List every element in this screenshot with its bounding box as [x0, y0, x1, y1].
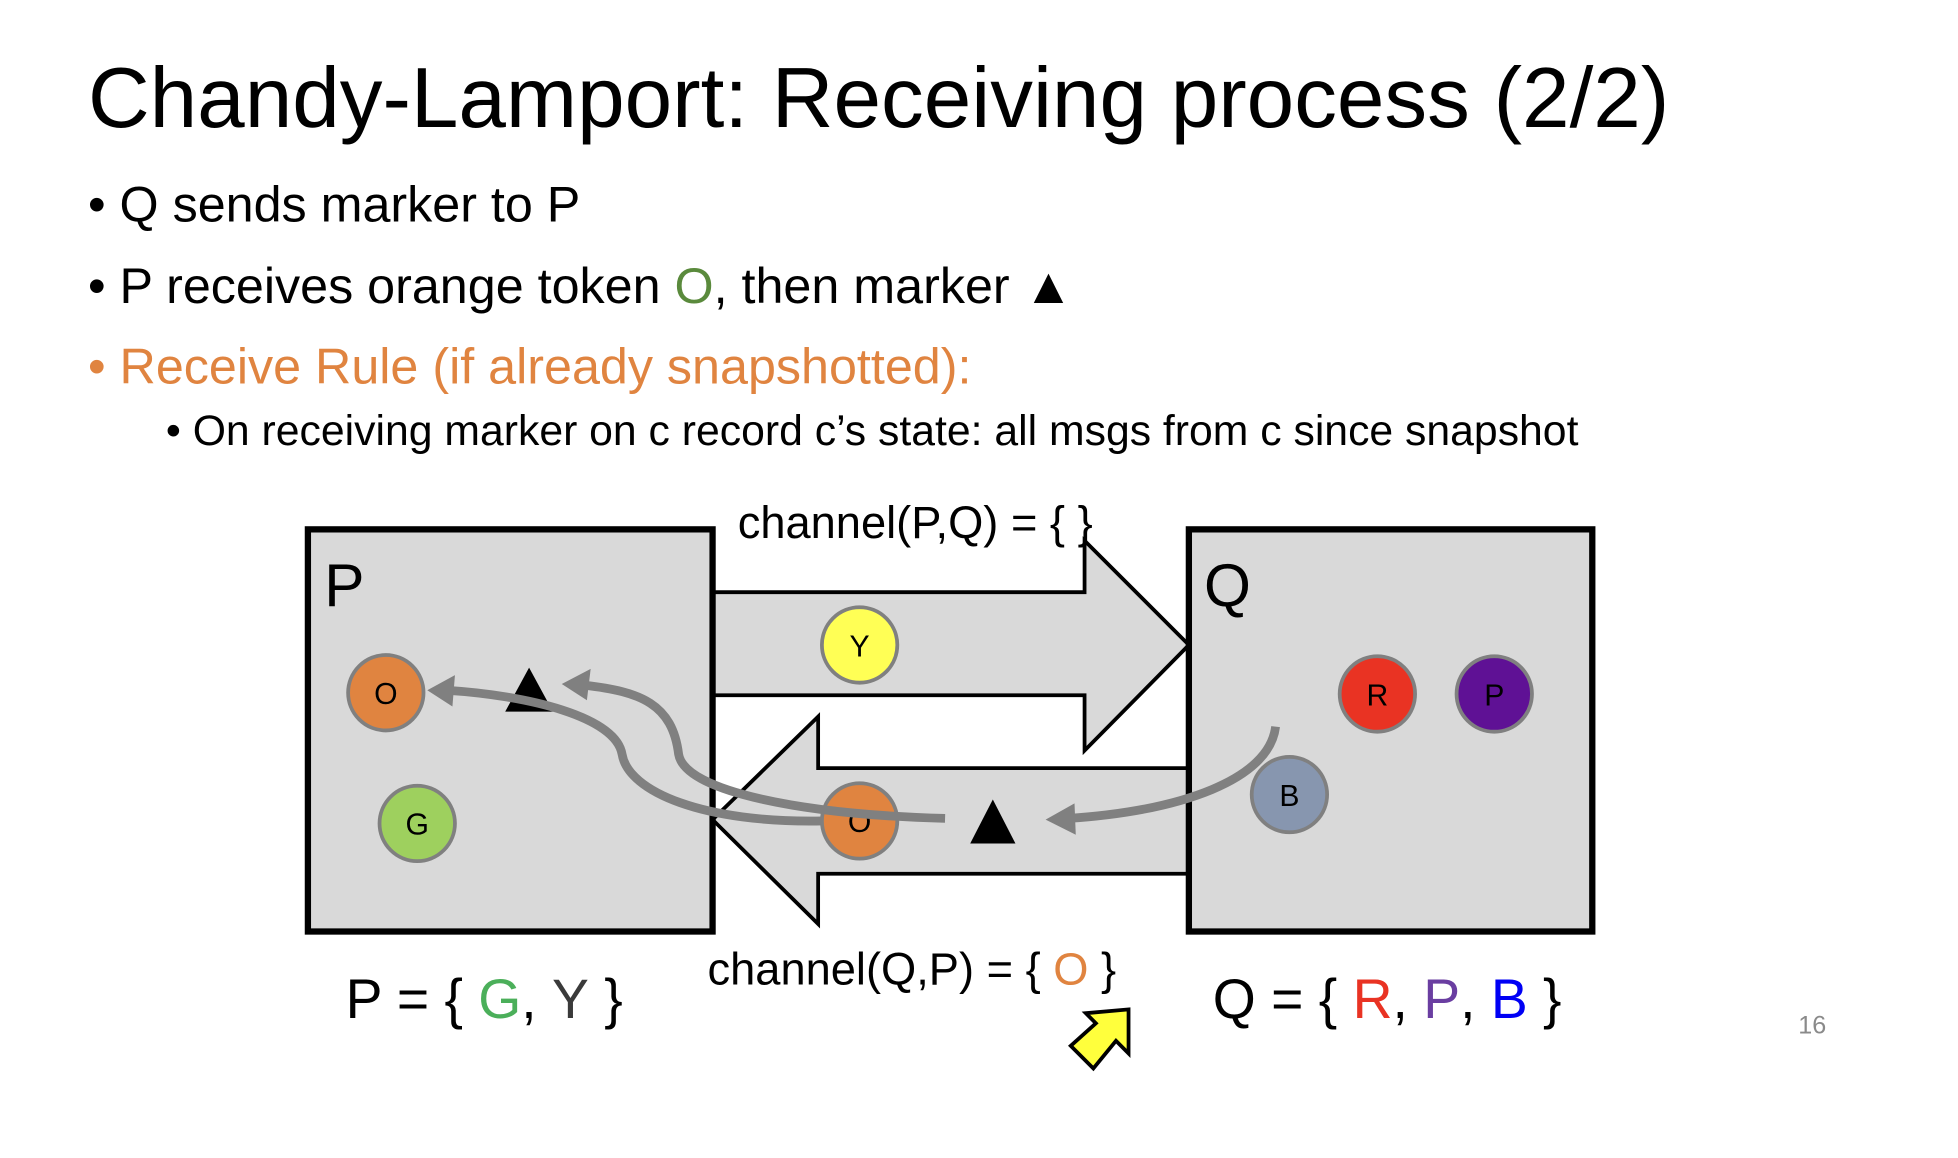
svg-text:O: O [374, 678, 397, 711]
token-o-in-channel-qp: O [820, 781, 900, 861]
state-p: P = { G, Y } [346, 968, 623, 1030]
arrowhead-o [427, 675, 455, 707]
token-p-in-q: P [1454, 654, 1534, 734]
movement-arrows [445, 680, 1280, 826]
arrowhead-marker-from-q [1045, 803, 1076, 835]
marker-triangle-in-channel [970, 799, 1016, 844]
arrow-marker-from-q [1067, 725, 1280, 823]
page-number: 16 [1798, 1011, 1826, 1039]
token-r-in-q: R [1337, 654, 1417, 734]
arrow-marker-to-p [583, 680, 946, 823]
arrow-o-to-p [445, 685, 824, 826]
bullet-3-receive-rule: • Receive Rule (if already snapshotted): [88, 339, 971, 395]
process-p-label: P [324, 551, 364, 619]
svg-text:P: P [1484, 679, 1504, 712]
bullet-1: • Q sends marker to P [88, 176, 580, 232]
slide-title: Chandy-Lamport: Receiving process (2/2) [88, 51, 1669, 146]
svg-text:Y: Y [850, 630, 870, 663]
token-y-in-channel-pq: Y [820, 605, 900, 685]
channel-pq-arrow [710, 536, 1192, 756]
svg-text:G: G [406, 809, 429, 842]
token-b-in-q: B [1249, 754, 1330, 835]
highlight-arrow-icon [1068, 1007, 1131, 1072]
token-o-in-p: O [346, 653, 426, 733]
arrowhead-marker [561, 668, 591, 701]
channel-pq-label: channel(P,Q) = { } [738, 497, 1093, 548]
state-q: Q = { R, P, B } [1213, 968, 1562, 1030]
process-p-box [304, 526, 716, 935]
process-q-label: Q [1204, 551, 1251, 619]
bullet-2: • P receives orange token O, then marker… [88, 258, 1073, 314]
token-g-in-p: G [377, 783, 457, 864]
svg-text:R: R [1366, 679, 1388, 712]
svg-text:B: B [1279, 780, 1299, 813]
channel-qp-arrow [709, 712, 1191, 929]
sub-bullet: • On receiving marker on c record c’s st… [166, 407, 1579, 455]
channel-qp-label: channel(Q,P) = { O } [708, 943, 1117, 994]
